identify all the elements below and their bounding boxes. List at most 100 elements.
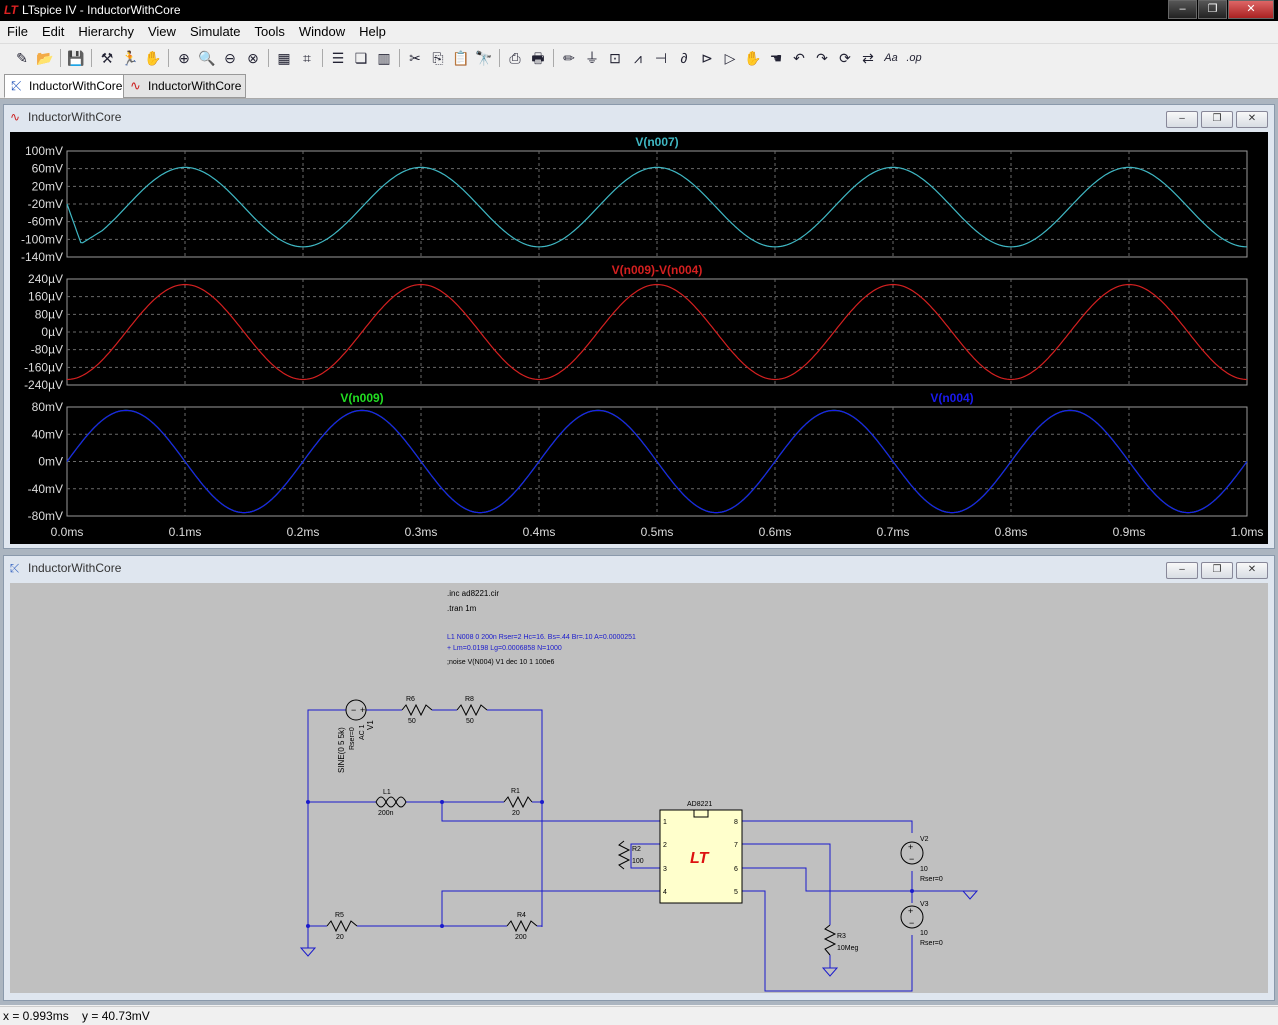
- mark-icon[interactable]: ⌗: [303, 50, 311, 66]
- menu-edit[interactable]: Edit: [41, 24, 65, 39]
- find-icon[interactable]: 🔭: [475, 50, 493, 66]
- redo-icon[interactable]: ↷: [816, 50, 828, 66]
- ad8221-name: AD8221: [687, 801, 712, 808]
- zoom-cancel-icon[interactable]: ⊗: [247, 50, 259, 66]
- lt-logo-icon: LT: [690, 850, 710, 867]
- voltage-source-v1[interactable]: −+ V1 AC 1 Rser=0 SINE(0 5 5k): [337, 699, 375, 773]
- pin-label: 7: [734, 842, 738, 849]
- cascade-icon[interactable]: ❏: [354, 50, 368, 66]
- waveform-window-title: InductorWithCore: [28, 110, 122, 124]
- waveform-plot[interactable]: 100mV60mV20mV-20mV-60mV-100mV-140mVV(n00…: [10, 132, 1268, 544]
- pin-label: 8: [734, 819, 738, 826]
- inductor-l1[interactable]: L1 200n: [375, 789, 407, 817]
- schematic-window: ⤪InductorWithCore – ❐ ✕ .inc ad8221.cir …: [3, 555, 1275, 1001]
- inductor-icon[interactable]: ∂: [680, 50, 688, 66]
- cut-icon[interactable]: ✂: [409, 50, 421, 66]
- run-icon[interactable]: 🏃: [121, 50, 139, 66]
- child-close-button[interactable]: ✕: [1236, 111, 1268, 128]
- r5-value: 20: [336, 934, 344, 941]
- voltage-source-v3[interactable]: +− V3 10 Rser=0: [900, 901, 943, 947]
- menu-file[interactable]: File: [7, 24, 28, 39]
- zoom-area-icon[interactable]: 🔍: [198, 50, 216, 66]
- new-schematic-icon[interactable]: ✎: [16, 50, 28, 66]
- minimize-button[interactable]: –: [1168, 0, 1197, 19]
- autorange-icon[interactable]: ▦: [277, 50, 291, 66]
- control-panel-icon[interactable]: ⚒: [100, 50, 114, 66]
- draw-wire-icon[interactable]: ✏: [563, 50, 575, 66]
- capacitor-icon[interactable]: ⊣: [654, 50, 668, 66]
- r8-value: 50: [466, 718, 474, 725]
- schematic-canvas[interactable]: .inc ad8221.cir .tran 1m L1 N008 0 200n …: [10, 583, 1268, 993]
- drag-icon[interactable]: ☚: [769, 50, 783, 66]
- undo-icon[interactable]: ↶: [793, 50, 805, 66]
- resistor-r1[interactable]: R1 20: [503, 788, 533, 817]
- component-icon[interactable]: ▷: [724, 50, 736, 66]
- diode-icon[interactable]: ⊳: [701, 50, 713, 66]
- menu-help[interactable]: Help: [359, 24, 386, 39]
- resistor-r6[interactable]: R6 50: [401, 696, 433, 725]
- resistor-icon[interactable]: ⩘: [634, 50, 642, 66]
- menu-simulate[interactable]: Simulate: [189, 24, 241, 39]
- ground-symbol[interactable]: [821, 967, 839, 977]
- paste-icon[interactable]: 📋: [452, 50, 470, 66]
- label-net-icon[interactable]: ⊡: [609, 50, 621, 66]
- resistor-r8[interactable]: R8 50: [456, 696, 488, 725]
- resistor-r5[interactable]: R5 20: [326, 912, 358, 941]
- voltage-source-v2[interactable]: +− V2 10 Rser=0: [900, 836, 943, 883]
- toolbar-separator: [322, 49, 323, 67]
- x-tick-label: 0.6ms: [759, 525, 792, 539]
- zoom-out-icon[interactable]: ⊖: [224, 50, 236, 66]
- print-icon[interactable]: 🖶: [531, 50, 545, 66]
- mirror-icon[interactable]: ⇄: [862, 50, 874, 66]
- inductor-model-line2[interactable]: + Lm=0.0198 Lg=0.0006858 N=1000: [447, 645, 562, 652]
- y-tick-label: 100mV: [25, 144, 63, 158]
- y-tick-label: -20mV: [28, 197, 63, 211]
- spice-directive-tran[interactable]: .tran 1m: [447, 604, 477, 613]
- v3-name: V3: [920, 901, 929, 908]
- resistor-r4[interactable]: R4 200: [506, 912, 538, 941]
- tab-waveform[interactable]: ∿ InductorWithCore: [123, 74, 247, 98]
- rotate-icon[interactable]: ⟳: [839, 50, 851, 66]
- ground-symbol[interactable]: [961, 890, 979, 900]
- tab-schematic[interactable]: ⤪ InductorWithCore: [4, 74, 128, 98]
- ground-symbol[interactable]: [299, 947, 317, 957]
- menu-hierarchy[interactable]: Hierarchy: [78, 24, 134, 39]
- child-restore-button[interactable]: ❐: [1201, 562, 1233, 579]
- menu-window[interactable]: Window: [298, 24, 346, 39]
- r4-value: 200: [515, 934, 527, 941]
- zoom-in-icon[interactable]: ⊕: [178, 50, 190, 66]
- ad8221-component[interactable]: AD8221 LT 1 2 3 4 8 7 6 5: [659, 801, 743, 904]
- menu-view[interactable]: View: [147, 24, 176, 39]
- child-minimize-button[interactable]: –: [1166, 111, 1198, 128]
- tile-horizontal-icon[interactable]: ☰: [331, 50, 345, 66]
- tile-vertical-icon[interactable]: ▥: [377, 50, 391, 66]
- status-bar: x = 0.993ms y = 40.73mV: [0, 1006, 1278, 1025]
- svg-text:+: +: [908, 906, 913, 916]
- r6-value: 50: [408, 718, 416, 725]
- close-button[interactable]: ✕: [1228, 0, 1274, 19]
- child-restore-button[interactable]: ❐: [1201, 111, 1233, 128]
- open-icon[interactable]: 📂: [36, 50, 54, 66]
- save-icon[interactable]: 💾: [67, 50, 85, 66]
- toolbar-separator: [553, 49, 554, 67]
- halt-icon[interactable]: ✋: [144, 50, 162, 66]
- menu-tools[interactable]: Tools: [254, 24, 285, 39]
- maximize-button[interactable]: ❐: [1198, 0, 1227, 19]
- v2-value: 10: [920, 866, 928, 873]
- spice-directive-icon[interactable]: .op: [906, 52, 922, 64]
- child-minimize-button[interactable]: –: [1166, 562, 1198, 579]
- child-close-button[interactable]: ✕: [1236, 562, 1268, 579]
- copy-icon[interactable]: ⎘: [432, 50, 444, 66]
- resistor-r3[interactable]: R3 10Meg: [823, 924, 859, 956]
- text-icon[interactable]: Aa: [884, 52, 898, 64]
- move-icon[interactable]: ✋: [744, 50, 762, 66]
- inductor-model-line1[interactable]: L1 N008 0 200n Rser=2 Hc=16. Bs=.44 Br=.…: [447, 634, 636, 641]
- ground-icon[interactable]: ⏚: [585, 50, 599, 66]
- noise-comment[interactable]: ;noise V(N004) V1 dec 10 1 100e6: [447, 659, 555, 666]
- toolbar-separator: [399, 49, 400, 67]
- resistor-r2[interactable]: R2 100: [617, 840, 644, 870]
- spice-directive-include[interactable]: .inc ad8221.cir: [447, 589, 499, 598]
- y-tick-label: 0mV: [38, 455, 63, 469]
- print-preview-icon[interactable]: ⎙: [509, 50, 521, 66]
- y-tick-label: -60mV: [28, 215, 63, 229]
